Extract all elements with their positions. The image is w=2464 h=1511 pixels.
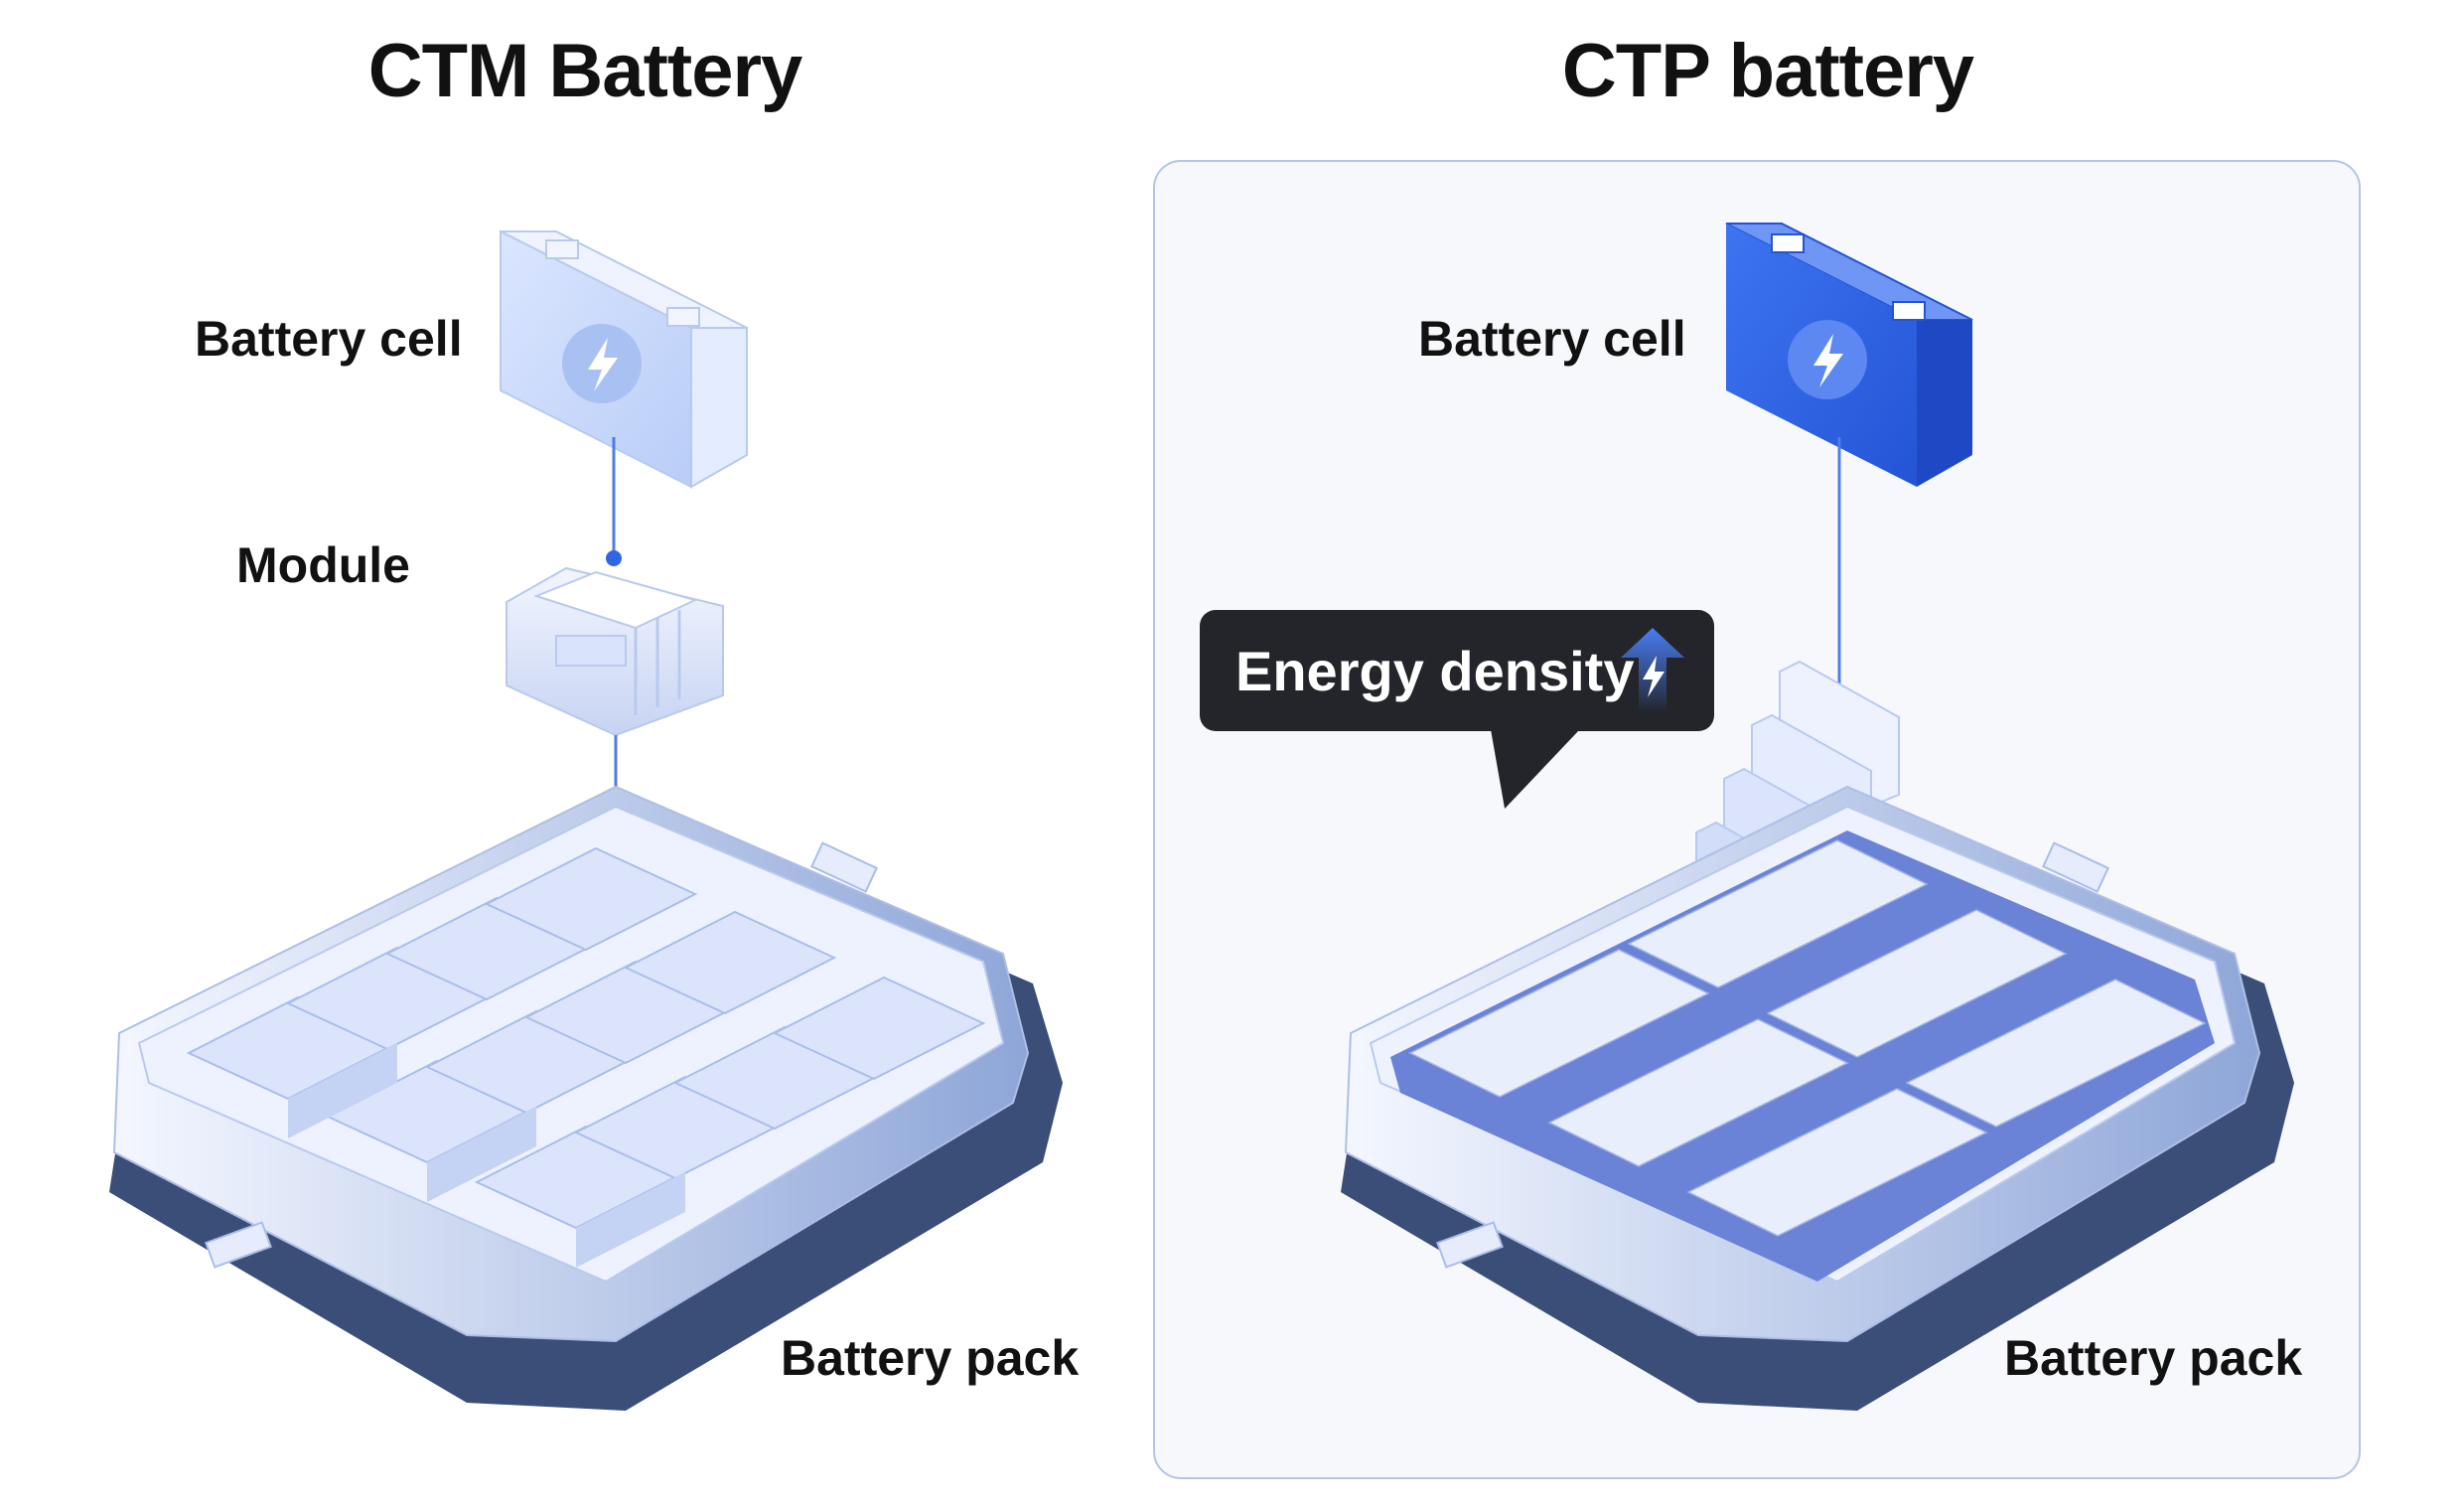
ctm-title: CTM Battery [367,29,803,113]
ctm-cell-label: Battery cell [195,311,463,367]
lightning-bolt-icon [1813,334,1843,387]
ctp-pack-label: Battery pack [2004,1330,2303,1386]
ctm-module-label: Module [236,537,410,593]
callout-text: Energy density [1235,639,1635,702]
lightning-bolt-icon [588,338,618,391]
ctm-battery-pack [109,785,1063,1411]
ctm-battery-cell [500,229,748,489]
callout-tail [1490,729,1595,809]
ctm-pack-label: Battery pack [781,1330,1080,1386]
ctp-battery-pack [1341,785,2294,1411]
ctp-title: CTP battery [1561,29,1974,113]
ctm-module [506,566,724,737]
ctp-cell-label: Battery cell [1418,311,1686,367]
up-arrow-bolt-icon [1621,628,1684,713]
ctp-battery-cell [1725,223,1973,487]
energy-density-callout: Energy density [1200,610,1714,731]
